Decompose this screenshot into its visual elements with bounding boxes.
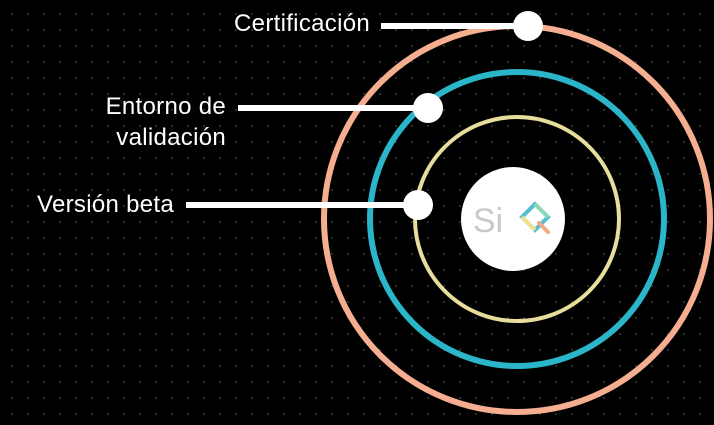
- validation-label-line2: validación: [116, 124, 226, 151]
- beta-node: [403, 190, 433, 220]
- certification-label: Certificación: [234, 10, 370, 37]
- diamond-q-icon: [519, 201, 551, 234]
- beta-label: Versión beta: [37, 191, 174, 218]
- validation-node: [413, 93, 443, 123]
- validation-label-line1: Entorno de: [106, 93, 226, 120]
- certification-node: [513, 11, 543, 41]
- logo-wordmark: Si: [473, 202, 503, 240]
- validation-ring: [367, 69, 667, 369]
- center-logo-disc: [461, 167, 565, 271]
